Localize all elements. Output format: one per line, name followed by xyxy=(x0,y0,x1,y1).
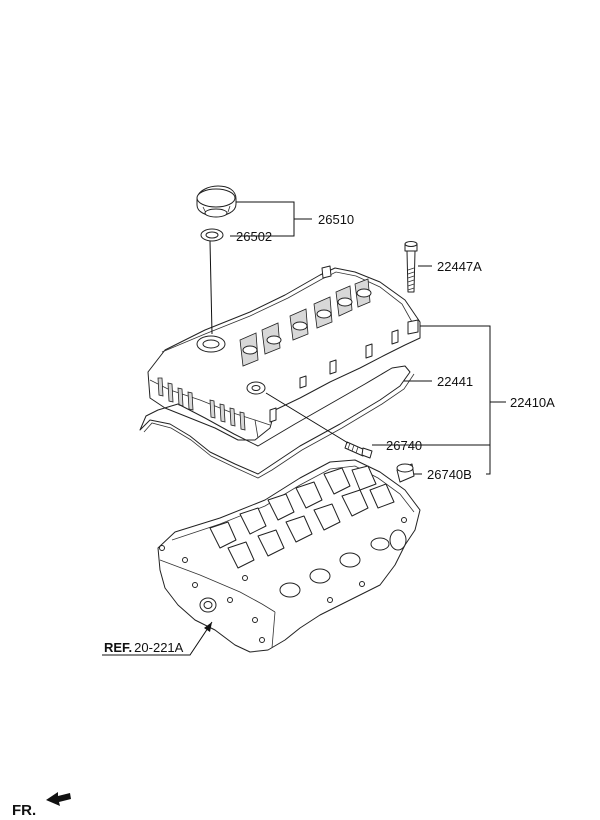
ref-number: 20-221A xyxy=(134,640,183,655)
fr-label: FR. xyxy=(12,802,36,819)
cylinder-head-cover xyxy=(147,265,421,441)
pcv-grommet xyxy=(396,463,415,483)
label-22441: 22441 xyxy=(437,374,473,389)
cylinder-head xyxy=(157,459,421,653)
cover-bolt xyxy=(404,241,418,293)
filler-cap-gasket xyxy=(200,228,224,242)
label-22410a: 22410A xyxy=(510,395,555,410)
cover-gasket xyxy=(139,365,415,479)
ref-prefix: REF. xyxy=(104,640,132,655)
label-26502: 26502 xyxy=(236,229,272,244)
label-26510: 26510 xyxy=(318,212,354,227)
front-direction-indicator: FR. xyxy=(12,792,71,819)
front-direction-arrow-icon xyxy=(46,792,71,806)
label-26740b: 26740B xyxy=(427,467,472,482)
label-26740: 26740 xyxy=(386,438,422,453)
ref-label: REF.20-221A xyxy=(104,640,184,655)
leader-lines xyxy=(102,201,506,656)
pcv-valve xyxy=(344,441,373,459)
oil-filler-cap xyxy=(196,185,237,218)
label-22447a: 22447A xyxy=(437,259,482,274)
